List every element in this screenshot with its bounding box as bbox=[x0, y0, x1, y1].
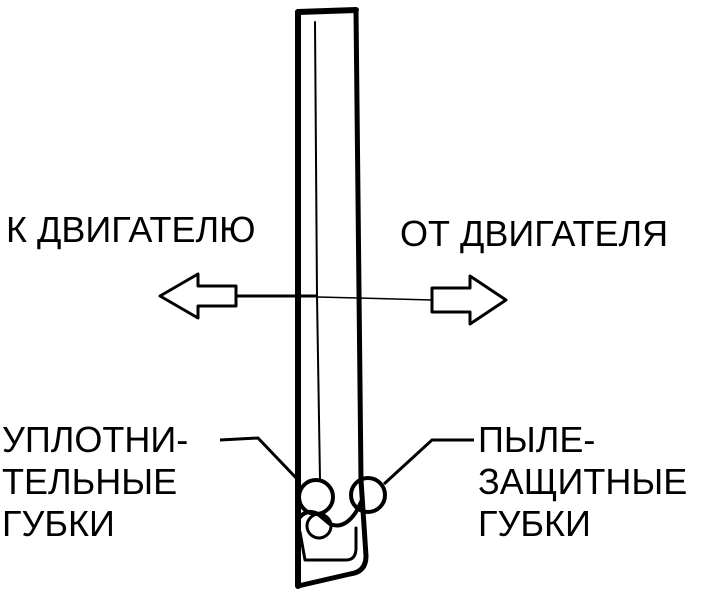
label-seal-lips-line3: ГУБКИ bbox=[2, 503, 115, 544]
seal-lip-leader bbox=[219, 436, 302, 484]
arrow-right-icon bbox=[430, 274, 508, 326]
label-dust-lips-line3: ГУБКИ bbox=[478, 503, 591, 544]
seal-lip-marker bbox=[297, 478, 335, 516]
arrow-left-icon bbox=[158, 272, 238, 320]
label-to-engine: К ДВИГАТЕЛЮ bbox=[6, 209, 256, 250]
seal-top-edge bbox=[295, 7, 359, 15]
dust-lip-marker bbox=[349, 476, 387, 514]
garter-spring bbox=[305, 512, 333, 540]
direction-line bbox=[236, 294, 433, 301]
lip-markers bbox=[297, 476, 387, 516]
leader-lines bbox=[219, 436, 474, 486]
seal-inner-pocket bbox=[298, 526, 358, 562]
dust-lip-leader bbox=[382, 438, 474, 486]
label-dust-lips-line2: ЗАЩИТНЫЕ bbox=[478, 461, 687, 502]
label-dust-lips: ПЫЛЕ- ЗАЩИТНЫЕ ГУБКИ bbox=[478, 419, 687, 544]
seal-cross-section bbox=[295, 7, 369, 589]
label-from-engine: ОТ ДВИГАТЕЛЯ bbox=[400, 213, 668, 254]
label-seal-lips-line1: УПЛОТНИ- bbox=[2, 419, 188, 460]
label-seal-lips-line2: ТЕЛЬНЫЕ bbox=[2, 461, 177, 502]
seal-inner-line-lower bbox=[316, 295, 321, 481]
label-dust-lips-line1: ПЫЛЕ- bbox=[478, 419, 595, 460]
seal-inner-line-upper bbox=[314, 21, 318, 297]
direction-line-right bbox=[317, 296, 433, 301]
label-seal-lips: УПЛОТНИ- ТЕЛЬНЫЕ ГУБКИ bbox=[2, 419, 188, 544]
seal-right-edge bbox=[295, 7, 369, 589]
